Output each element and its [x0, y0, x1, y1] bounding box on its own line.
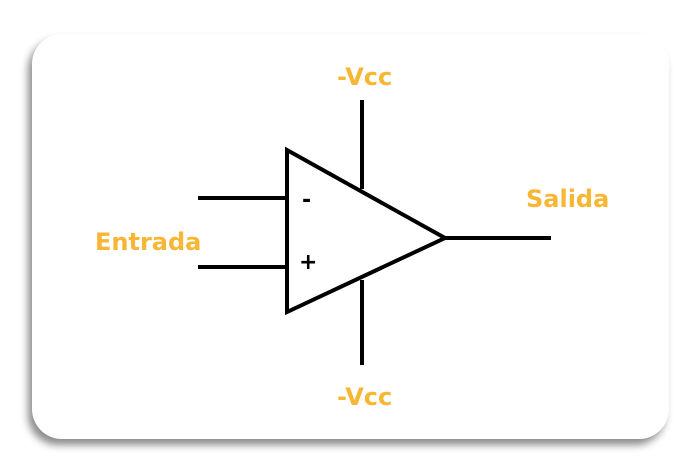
non-inverting-sign: + — [299, 250, 318, 275]
input-label: Entrada — [95, 228, 202, 256]
diagram-card — [32, 34, 669, 439]
bottom-supply-label: -Vcc — [337, 383, 393, 411]
op-amp-triangle — [285, 146, 450, 316]
top-supply-label: -Vcc — [337, 63, 393, 91]
inverting-sign: - — [302, 188, 312, 213]
output-label: Salida — [526, 185, 610, 213]
